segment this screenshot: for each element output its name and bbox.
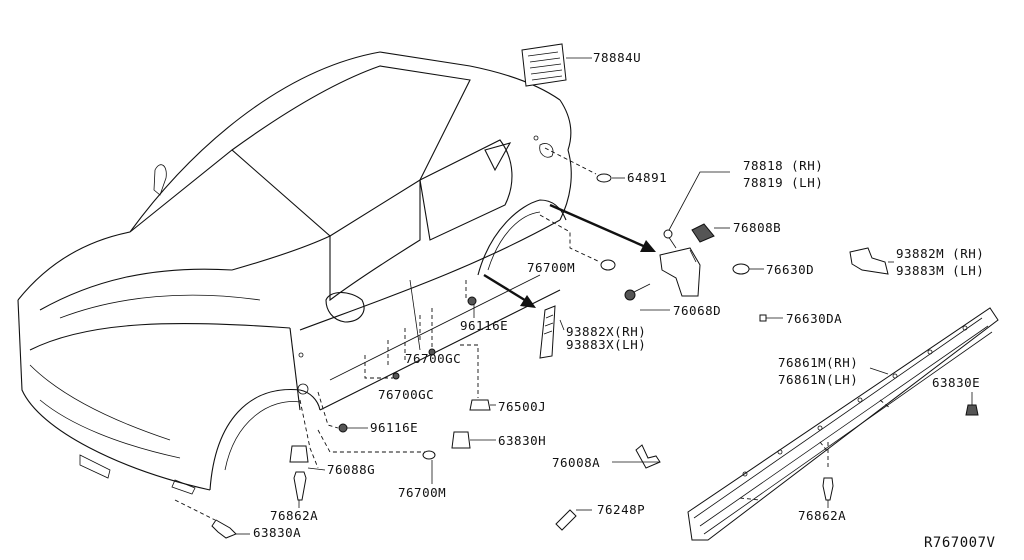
label-76700GC-a: 76700GC (405, 351, 461, 366)
part-76700GC-clips (364, 308, 436, 380)
part-76630DA (759, 314, 767, 322)
label-78818: 78818 (RH) (743, 158, 823, 173)
part-96116E-top (465, 280, 477, 306)
part-76862A-bottom-left (293, 471, 307, 501)
part-76808B-clip (691, 223, 730, 243)
label-78884U: 78884U (593, 50, 641, 65)
label-93882M: 93882M (RH) (896, 246, 984, 261)
part-76248P (555, 509, 592, 531)
part-63830H (451, 431, 496, 449)
label-76008A: 76008A (552, 455, 600, 470)
part-78818-fuel-lid (659, 171, 730, 297)
part-76630D (732, 263, 750, 275)
detail-arrows (483, 203, 656, 308)
label-76088G: 76088G (327, 462, 375, 477)
label-76862A-right: 76862A (798, 508, 846, 523)
label-76700GC-b: 76700GC (378, 387, 434, 402)
car-illustration (17, 51, 572, 495)
label-76700M-bottom: 76700M (398, 485, 446, 500)
part-76088G (289, 399, 319, 469)
part-76700M-top (539, 214, 616, 271)
part-labels: 78884U 64891 78818 (RH) 78819 (LH) 76808… (253, 50, 996, 551)
part-76068D-screw (624, 283, 670, 311)
label-93883X: 93883X(LH) (566, 337, 646, 352)
label-76068D: 76068D (673, 303, 721, 318)
label-63830A: 63830A (253, 525, 301, 540)
part-93882M-bracket (849, 247, 894, 275)
part-76700M-bottom (317, 429, 436, 460)
label-96116E-bottom: 96116E (370, 420, 418, 435)
part-93882X-trim (539, 305, 556, 359)
label-93883M: 93883M (LH) (896, 263, 984, 278)
leader-lines (236, 177, 973, 535)
label-96116E-top: 96116E (460, 318, 508, 333)
label-76862A-left: 76862A (270, 508, 318, 523)
part-96116E-bottom (317, 391, 348, 433)
label-78819: 78819 (LH) (743, 175, 823, 190)
part-63830E (965, 404, 979, 416)
part-76008A (635, 444, 661, 469)
part-76862A-bottom-right (822, 442, 834, 501)
part-76500J-clip (460, 344, 496, 411)
ref-code: R767007V (924, 535, 996, 551)
label-76861M: 76861M(RH) (778, 355, 858, 370)
label-93882X: 93882X(RH) (566, 324, 646, 339)
label-76861N: 76861N(LH) (778, 372, 858, 387)
part-78884U-grille (521, 43, 592, 87)
label-63830H: 63830H (498, 433, 546, 448)
label-63830E: 63830E (932, 375, 980, 390)
label-76700M-top: 76700M (527, 260, 575, 275)
label-76500J: 76500J (498, 399, 546, 414)
part-76861M-sill-molding (687, 307, 999, 541)
part-64891 (544, 147, 612, 183)
label-76630DA: 76630DA (786, 311, 842, 326)
label-76248P: 76248P (597, 502, 645, 517)
part-63830A (174, 499, 237, 539)
label-76630D: 76630D (766, 262, 814, 277)
label-64891: 64891 (627, 170, 667, 185)
label-76808B: 76808B (733, 220, 781, 235)
